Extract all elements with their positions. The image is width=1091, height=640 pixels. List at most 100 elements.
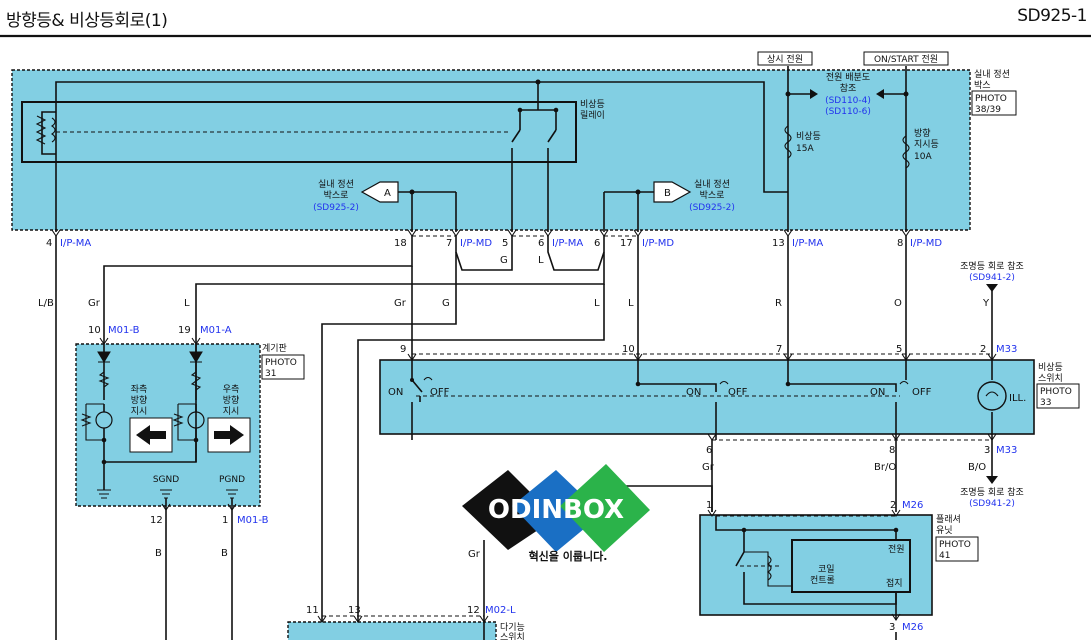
switch-pin-5: 5 [896,344,902,355]
wire-color-l2: L [594,298,600,309]
flasher-conn-bottom: M26 [902,622,923,633]
wire-color-r: R [775,298,782,309]
flasher-coil-1: 코일 [818,564,835,575]
flasher-pin-3: 3 [889,622,895,633]
cluster-pin-19: 19 [178,325,191,336]
wire-color-lb: L/B [38,298,54,309]
multi-pin-11: 11 [306,605,319,616]
jb-pin-8: 8 [897,238,903,249]
wire-color-gr1: Gr [88,298,101,309]
switch-photo-box [1036,383,1080,409]
jb-photo-1: PHOTO [975,94,1007,104]
relay-contact-2 [547,129,557,143]
dist-ref-code-2: (SD110-6) [825,107,871,117]
flasher-label-1: 플래셔 [936,514,961,525]
flasher-pin-1: 1 [706,500,712,511]
ref-a-code: (SD925-2) [313,203,359,213]
switch-pin-8: 8 [889,445,895,456]
cluster-photo-box [261,354,305,380]
ref-a-label-1: 실내 정션 [318,179,354,190]
power-constant-label: 상시 전원 [767,54,803,65]
jb-pin-7: 7 [446,238,452,249]
left-label-3: 지시 [131,406,148,417]
wire-l-cluster [195,236,605,344]
switch-off-3: OFF [912,387,932,398]
wire-l-multi [357,284,605,622]
flasher-photo-1: PHOTO [939,540,971,550]
relay-resistor [35,115,47,145]
wire-color-gr-m02: Gr [468,549,481,560]
jb-pin-6a-conn: I/P-MA [552,238,583,249]
wire-color-b1: B [155,548,162,559]
page-title: 방향등& 비상등회로(1) [6,11,168,31]
multi-conn: M02-L [485,605,516,616]
logo-slogan: 혁신을 이룹니다. [529,549,608,563]
flasher-control-box [791,539,911,593]
jb-pin-4-conn: I/P-MA [60,238,91,249]
wire-color-bro: Br/O [874,462,896,473]
ref-b-code: (SD925-2) [689,203,735,213]
dist-ref-1: 전원 배분도 [826,72,870,83]
lighting-ref-top-1: 조명등 회로 참조 [960,261,1024,272]
cluster-connector-marks [99,337,201,345]
fuse-1-label-1: 비상등 [796,131,821,142]
flasher-conn-top: M26 [902,500,923,511]
cluster-conn-left: M01-B [108,325,140,336]
flasher-ground: 접지 [886,577,903,589]
wire-color-b2: B [221,548,228,559]
switch-pin-3: 3 [984,445,990,456]
cluster-label: 계기판 [262,342,287,354]
jb-pin-13: 13 [772,238,785,249]
jb-pin-5: 5 [502,238,508,249]
lighting-ref-top-code: (SD941-2) [969,273,1015,283]
cluster-sgnd: SGND [153,475,179,485]
switch-pin-10: 10 [622,344,635,355]
illumination-lamp-icon [977,381,1007,411]
lighting-ref-bottom-code: (SD941-2) [969,499,1015,509]
wire-g-multi [321,252,457,622]
switch-off-1: OFF [430,387,450,398]
switch-photo-2: 33 [1040,398,1051,408]
cluster-photo-2: 31 [265,369,276,379]
switch-pin-9: 9 [400,344,406,355]
dist-ref-code-1: (SD110-4) [825,96,871,106]
switch-connector-marks [407,353,997,361]
relay-coil-wire [41,111,56,155]
cluster-conn-bottom: M01-B [237,515,269,526]
jb-photo-box [971,90,1017,116]
cluster-photo-1: PHOTO [265,358,297,368]
right-label-2: 방향 [223,394,240,406]
power-on-start-label: ON/START 전원 [874,54,938,65]
jb-connector-marks [51,229,911,237]
wire-color-g2: G [442,298,450,309]
jb-photo-2: 38/39 [975,105,1001,115]
jb-pin-18: 18 [394,238,407,249]
jb-pin-8-conn: I/P-MD [910,238,942,249]
jb-pin-13-conn: I/P-MA [792,238,823,249]
wire-color-g-small: G [500,255,508,266]
flasher-power: 전원 [888,544,905,555]
switch-top-conn: M33 [996,344,1017,355]
flasher-photo-box [935,536,979,562]
cluster-pin-10: 10 [88,325,101,336]
ref-b-letter: B [664,188,671,199]
wire-color-l-small: L [538,255,544,266]
switch-label-2: 스위치 [1038,372,1063,384]
multi-pin-12: 12 [467,605,480,616]
left-arrow-icon [136,425,166,445]
power-on-start-box [863,51,949,66]
multi-label-2: 스위치 [500,631,525,640]
relay-coil [51,117,56,143]
relay-label-2: 릴레이 [580,110,605,121]
multi-label-1: 다기능 [500,622,525,633]
left-turn-lamp-icon [95,411,113,429]
ref-b-arrow [653,181,692,203]
fuse-1 [784,125,792,159]
switch-on-3: ON [870,387,885,398]
switch-photo-1: PHOTO [1040,387,1072,397]
right-label-3: 지시 [223,406,240,417]
flasher-photo-2: 41 [939,551,950,561]
jb-pin-17-conn: I/P-MD [642,238,674,249]
odinbox-logo: ODINBOX 혁신을 이룹니다. [462,464,650,563]
